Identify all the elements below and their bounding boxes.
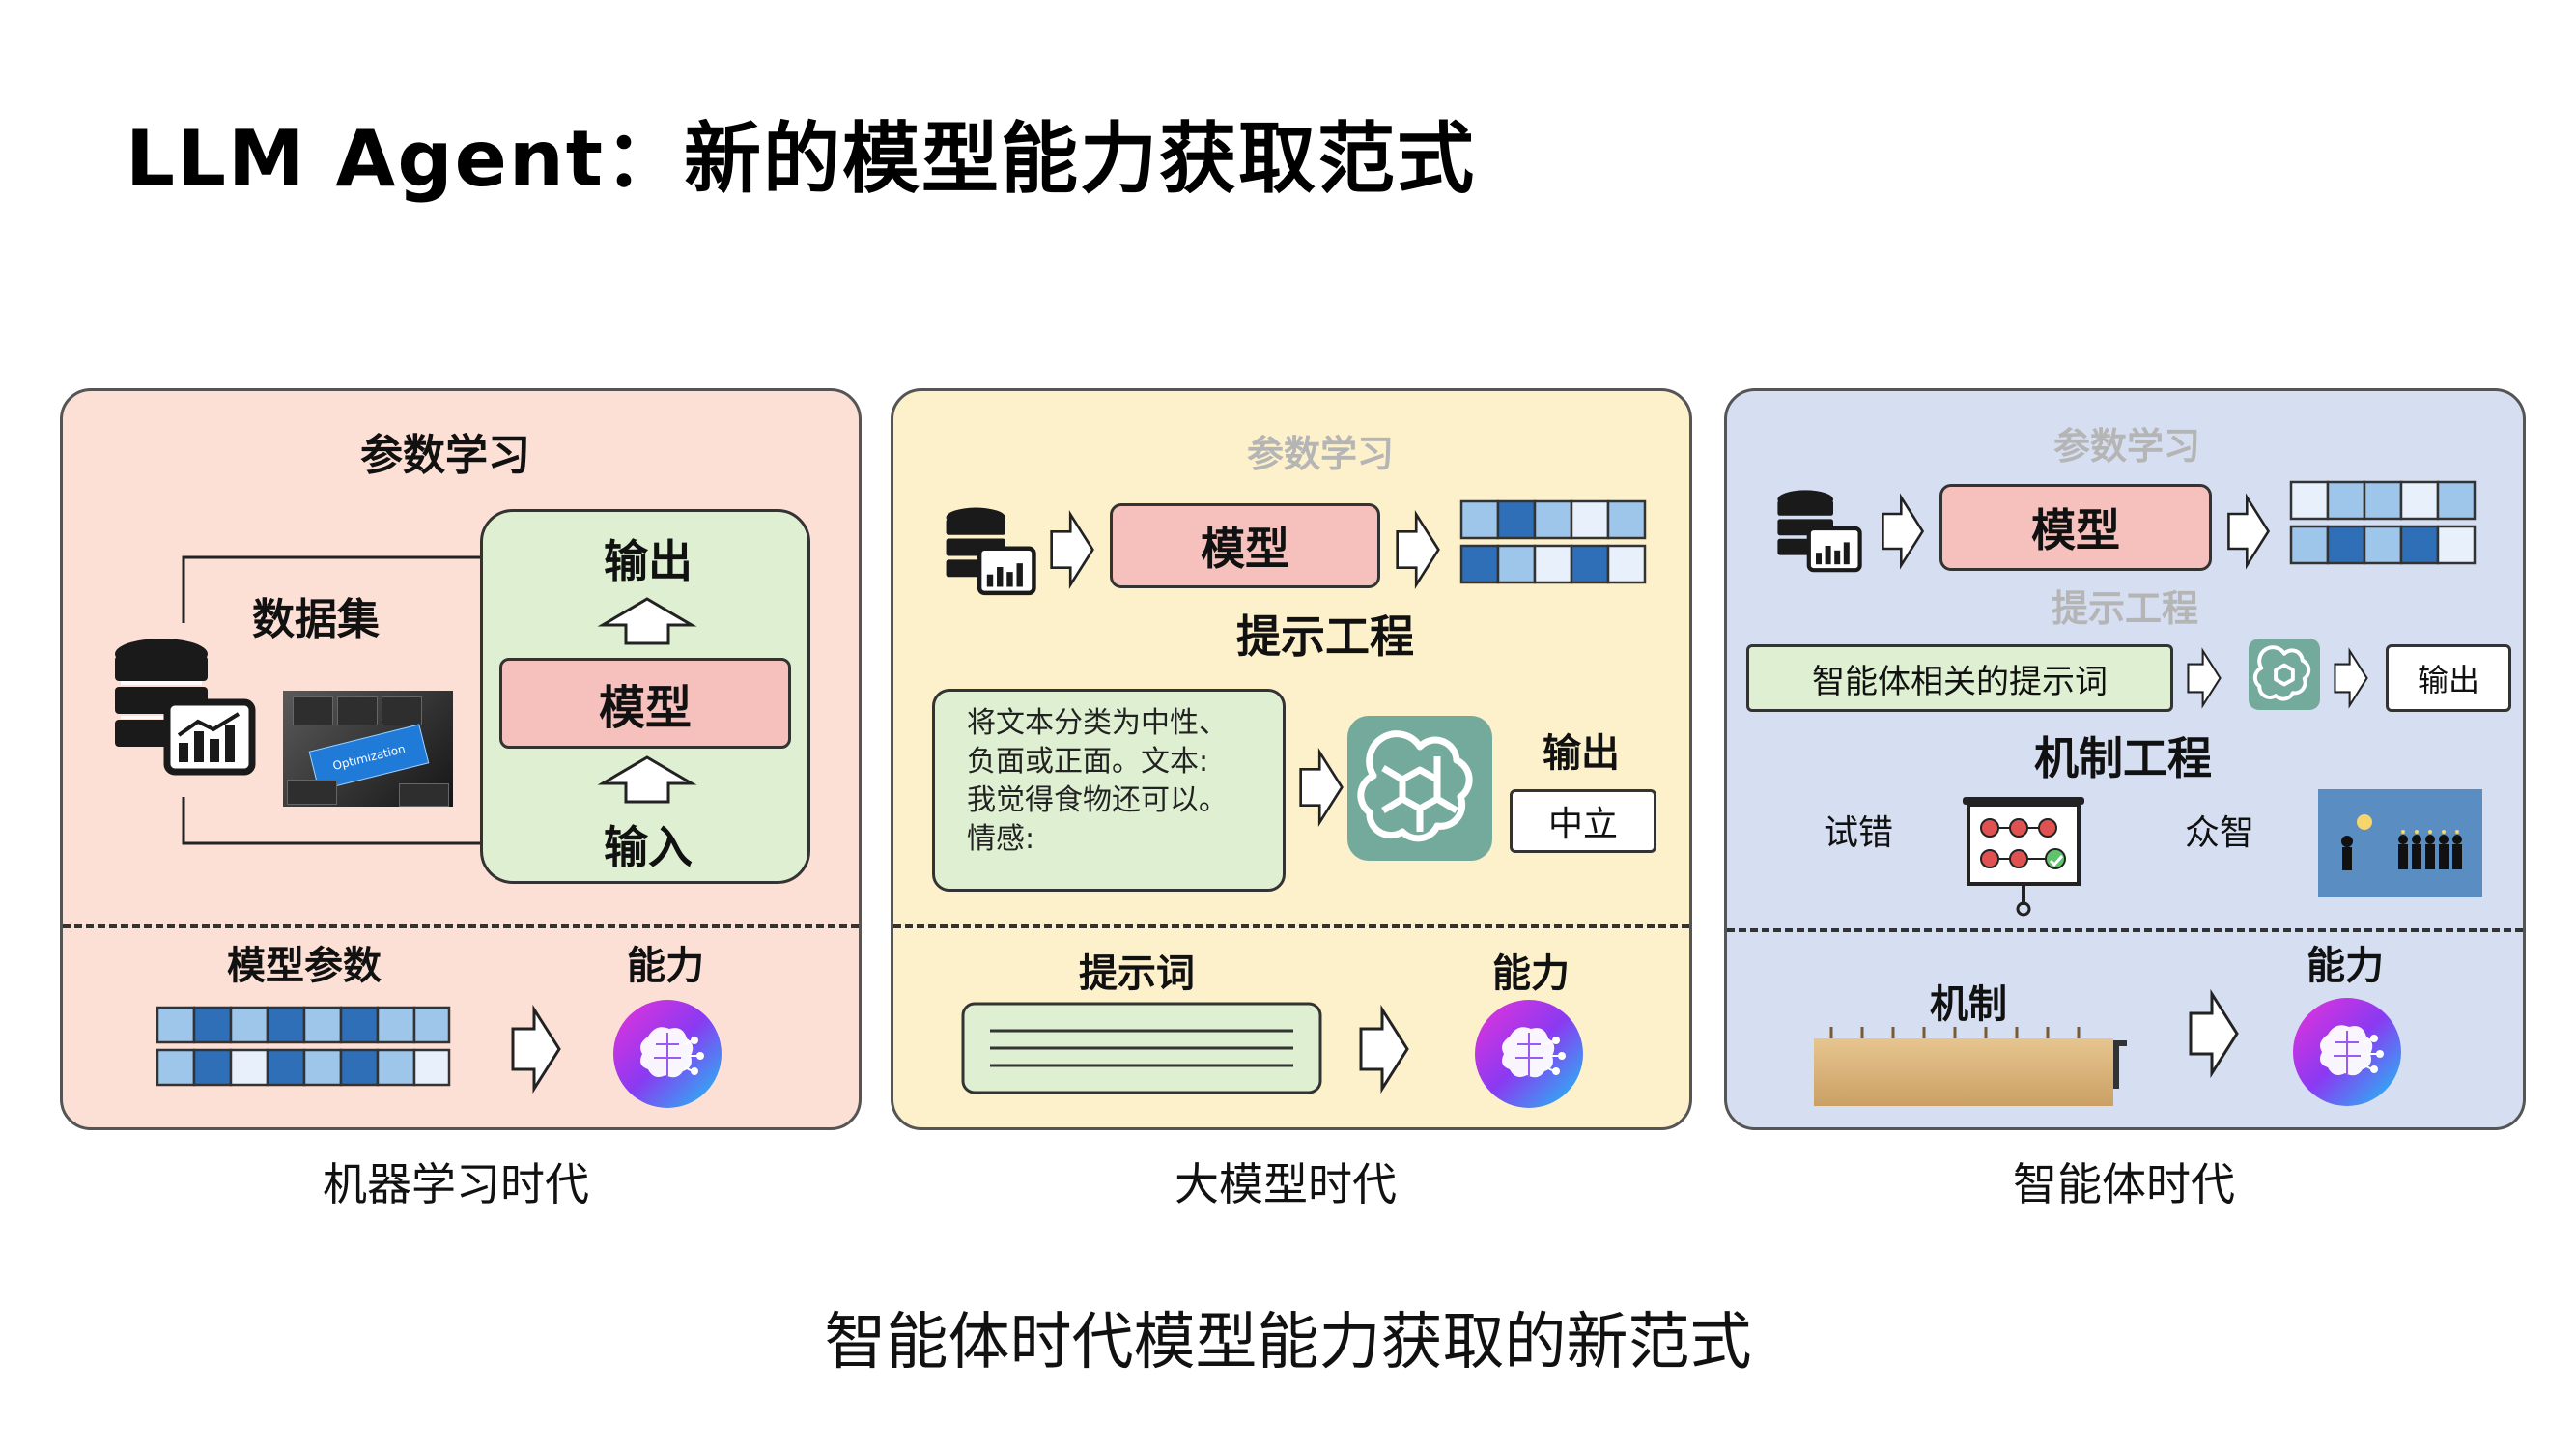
- prompt-lines-box: [961, 1002, 1322, 1094]
- parameter-grid: [2289, 480, 2477, 565]
- trial-and-error-label: 试错: [1824, 813, 1894, 853]
- model-box: 模型: [499, 658, 791, 749]
- faded-prompt-engineering-title: 提示工程: [2052, 587, 2199, 630]
- model-params-label: 模型参数: [227, 944, 382, 988]
- openai-logo-icon: [1347, 716, 1492, 861]
- hollow-right-arrow-icon: [2189, 988, 2239, 1079]
- output-box: 输出: [2386, 644, 2511, 712]
- parameter-grid: [156, 1006, 451, 1087]
- ability-label: 能力: [1492, 952, 1570, 996]
- section-title-prompt-engineering: 提示工程: [1236, 611, 1414, 663]
- model-box: 模型: [1939, 484, 2212, 571]
- page-title: LLM Agent：新的模型能力获取范式: [126, 114, 1477, 204]
- ability-label: 能力: [627, 944, 704, 988]
- era-label-agent: 智能体时代: [2013, 1158, 2235, 1210]
- section-title-parameter-learning: 参数学习: [360, 431, 530, 480]
- output-value-box: 中立: [1510, 789, 1656, 853]
- divider: [1727, 928, 2523, 932]
- crowd-intelligence-image: [2318, 789, 2482, 897]
- faded-parameter-learning-title: 参数学习: [1247, 433, 1395, 475]
- ai-brain-icon: [2293, 998, 2401, 1106]
- prompt-example-box: [932, 689, 1286, 892]
- hollow-right-arrow-icon: [1299, 747, 1344, 828]
- wooden-mechanism-image: [1814, 1027, 2127, 1106]
- keyboard-optimization-image: Optimization: [283, 691, 453, 807]
- input-label: 输入: [604, 821, 693, 873]
- model-box: 模型: [1110, 503, 1380, 588]
- database-chart-icon: [946, 507, 1036, 596]
- parameter-grid: [1459, 499, 1647, 584]
- hollow-right-arrow-icon: [1050, 509, 1094, 590]
- era-label-large-model: 大模型时代: [1175, 1158, 1397, 1210]
- hollow-right-arrow-icon: [1359, 1004, 1409, 1094]
- up-arrow-icon: [597, 597, 697, 645]
- agent-prompt-box: 智能体相关的提示词: [1746, 644, 2173, 712]
- prompt-line-4: 情感:: [967, 822, 1035, 856]
- mechanism-label: 机制: [1930, 982, 2007, 1027]
- database-chart-icon: [1777, 490, 1862, 573]
- hollow-right-arrow-icon: [2187, 647, 2222, 709]
- strategy-board-icon: [1963, 797, 2084, 917]
- ai-brain-icon: [613, 1000, 722, 1108]
- hollow-right-arrow-icon: [2334, 647, 2368, 709]
- prompt-label: 提示词: [1079, 952, 1195, 996]
- database-chart-icon: [115, 639, 256, 776]
- faded-parameter-learning-title: 参数学习: [2053, 425, 2201, 468]
- panel-machine-learning: 参数学习 数据集 Optimization 输出: [60, 388, 862, 1130]
- figure-caption: 智能体时代模型能力获取的新范式: [824, 1307, 1752, 1378]
- panel-agent: 参数学习 模型 提示工程 智能体相关的提示词: [1724, 388, 2526, 1130]
- output-label: 输出: [1543, 731, 1620, 776]
- ai-brain-icon: [1475, 1000, 1583, 1108]
- ability-label: 能力: [2307, 944, 2384, 988]
- output-label: 输出: [604, 535, 693, 587]
- prompt-line-2: 负面或正面。文本:: [967, 745, 1209, 779]
- dataset-label: 数据集: [252, 595, 380, 644]
- divider: [63, 924, 859, 928]
- hollow-right-arrow-icon: [1882, 493, 1925, 570]
- hollow-right-arrow-icon: [511, 1004, 561, 1094]
- prompt-line-1: 将文本分类为中性、: [967, 706, 1228, 740]
- openai-logo-icon: [2249, 639, 2320, 710]
- era-label-machine-learning: 机器学习时代: [323, 1158, 589, 1210]
- panel-large-model: 参数学习 模型 提示工程 将文本分类为中性、 负面或正面。文本: 我觉得食物还可…: [891, 388, 1692, 1130]
- up-arrow-icon: [597, 755, 697, 804]
- section-title-mechanism-engineering: 机制工程: [2034, 732, 2212, 784]
- hollow-right-arrow-icon: [2227, 493, 2271, 570]
- prompt-line-3: 我觉得食物还可以。: [967, 783, 1228, 817]
- crowd-wisdom-label: 众智: [2185, 813, 2255, 853]
- divider: [893, 924, 1689, 928]
- hollow-right-arrow-icon: [1396, 509, 1440, 590]
